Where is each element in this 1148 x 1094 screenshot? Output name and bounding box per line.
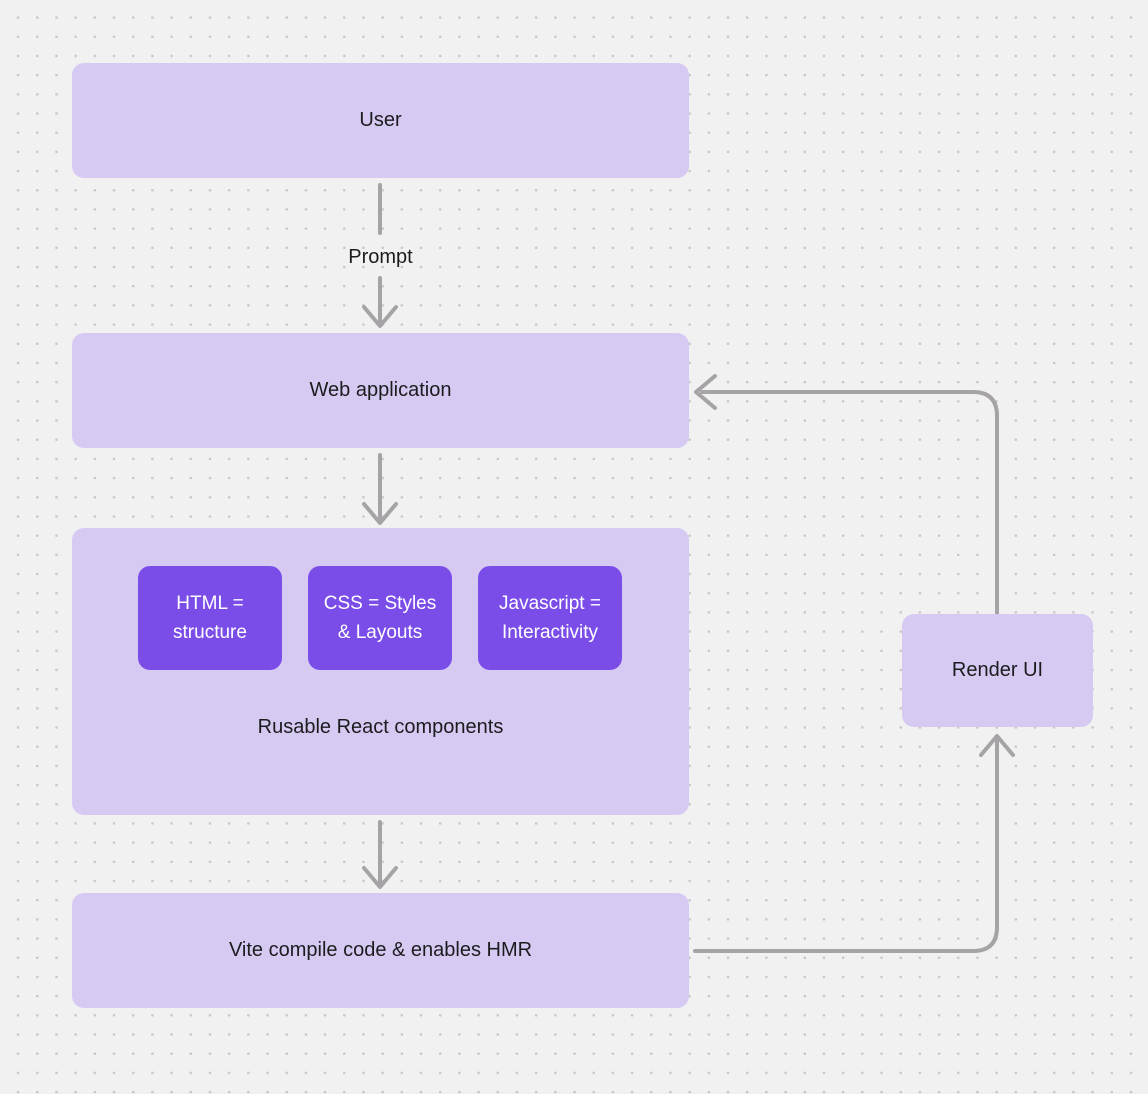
node-css-styles: CSS = Styles & Layouts [308,566,452,670]
node-user: User [72,63,689,178]
node-render-ui-label: Render UI [951,659,1044,681]
node-web-application-label: Web application [309,379,452,401]
node-html-structure: HTML = structure [138,566,282,670]
node-components-group: HTML = structure CSS = Styles & Layouts … [72,528,689,815]
edge-renderui-webapp-segment [700,390,999,616]
components-group-items: HTML = structure CSS = Styles & Layouts … [138,566,622,670]
node-user-label: User [359,109,402,131]
node-css-styles-label: CSS = Styles & Layouts [323,593,437,643]
node-web-application: Web application [72,333,689,448]
node-render-ui: Render UI [902,614,1093,727]
arrowhead-up-renderui-icon [979,734,1015,757]
node-vite: Vite compile code & enables HMR [72,893,689,1008]
arrowhead-down-vite-icon [362,866,398,889]
arrowhead-down-group-icon [362,502,398,525]
node-javascript-interactivity-label: Javascript = Interactivity [499,593,601,643]
components-group-caption: Rusable React components [257,716,504,738]
arrowhead-left-webapp-icon [694,374,717,410]
edge-label-prompt: Prompt [348,246,413,268]
edge-vite-renderui-segment [693,738,999,953]
node-html-structure-label: HTML = structure [173,593,247,643]
node-javascript-interactivity: Javascript = Interactivity [478,566,622,670]
node-vite-label: Vite compile code & enables HMR [228,939,533,961]
arrowhead-down-webapp-icon [362,305,398,328]
